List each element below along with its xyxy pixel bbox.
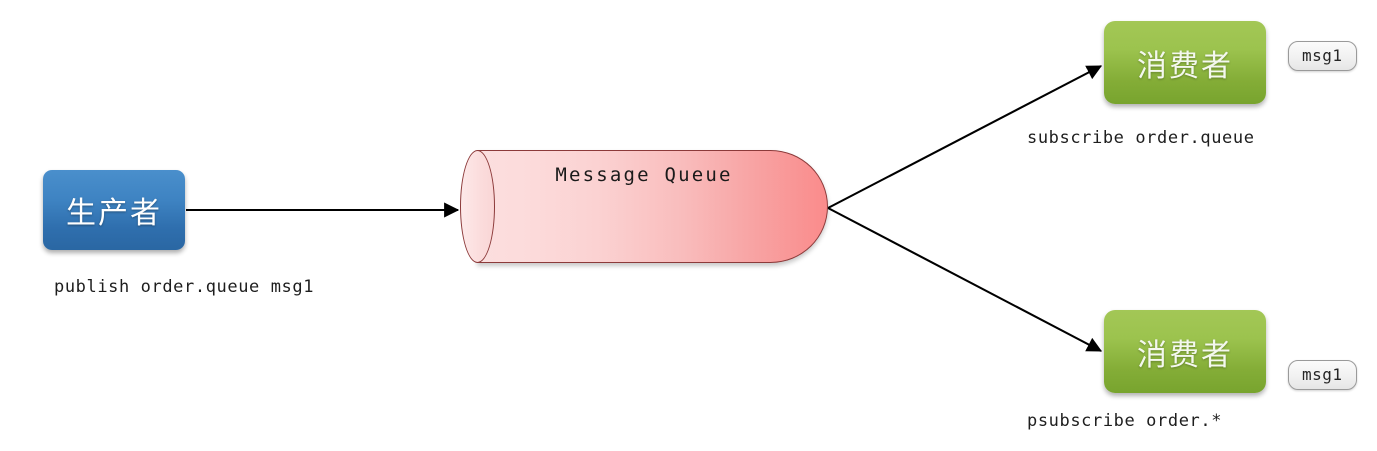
caption-psubscribe: psubscribe order.* bbox=[1027, 411, 1223, 431]
caption-publish: publish order.queue msg1 bbox=[54, 277, 315, 297]
node-consumer-top[interactable]: 消费者 bbox=[1104, 21, 1266, 104]
node-consumer-bottom[interactable]: 消费者 bbox=[1104, 310, 1266, 393]
node-consumer-bottom-label: 消费者 bbox=[1137, 337, 1233, 373]
cylinder-body bbox=[477, 150, 828, 263]
node-producer[interactable]: 生产者 bbox=[43, 170, 185, 250]
msg-badge-top: msg1 bbox=[1288, 41, 1357, 71]
cylinder-left-cap bbox=[460, 150, 495, 263]
edge-queue-to-consumer-bottom bbox=[827, 207, 1103, 352]
node-message-queue[interactable]: Message Queue bbox=[460, 150, 828, 263]
node-producer-label: 生产者 bbox=[66, 196, 162, 231]
node-consumer-top-label: 消费者 bbox=[1137, 48, 1233, 84]
node-message-queue-label: Message Queue bbox=[555, 164, 733, 186]
caption-subscribe: subscribe order.queue bbox=[1027, 128, 1255, 148]
msg-badge-bottom: msg1 bbox=[1288, 360, 1357, 390]
